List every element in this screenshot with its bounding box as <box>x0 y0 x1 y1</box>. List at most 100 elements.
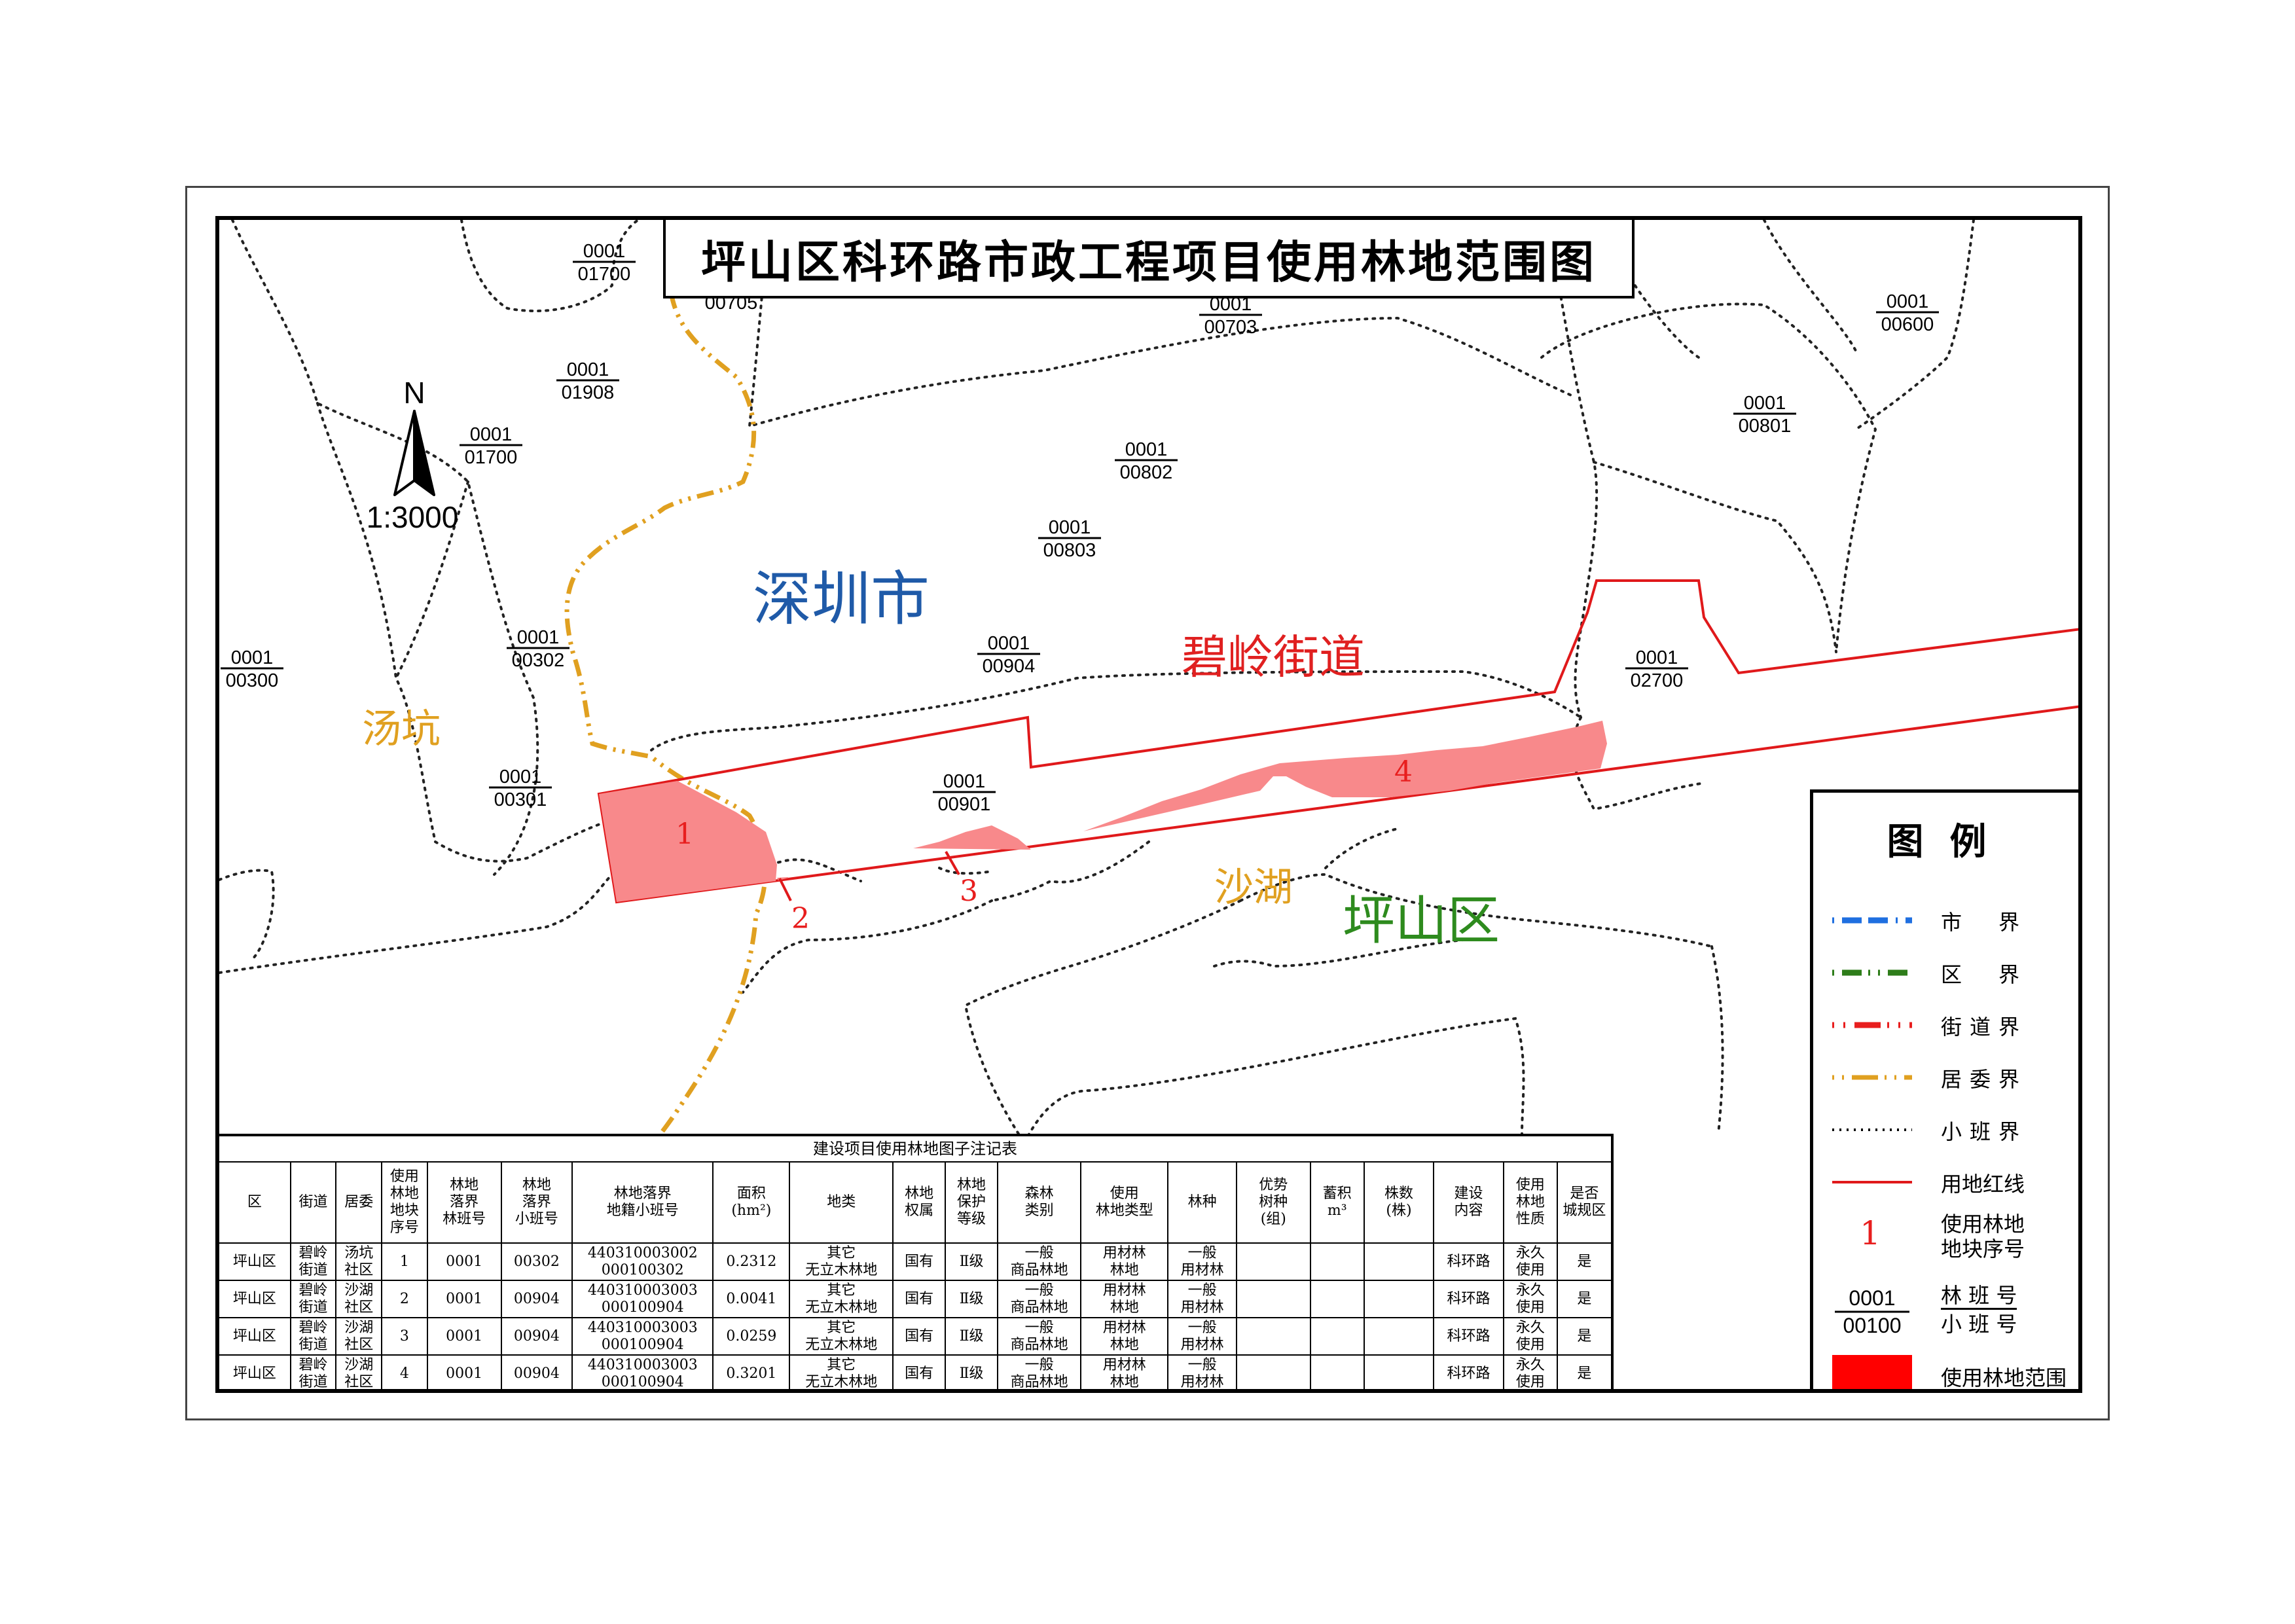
table-cell: 是 <box>1556 1280 1611 1318</box>
subcompartment-number: 00803 <box>1043 540 1096 561</box>
subcompartment-number: 01700 <box>465 447 518 468</box>
table-cell: 440310003002 000100302 <box>571 1242 714 1281</box>
legend-item-city-boundary: 市 界 <box>1830 901 2078 940</box>
table-cell: 永久 使用 <box>1502 1354 1558 1389</box>
legend-item-community-boundary: 居委界 <box>1830 1058 2078 1097</box>
table-cell: 0001 <box>426 1280 502 1318</box>
table-cell <box>1235 1354 1311 1389</box>
legend-item-district-boundary: 区 界 <box>1830 953 2078 992</box>
subcompartment-boundary <box>1593 461 1837 653</box>
plot-number-3: 3 <box>960 875 978 908</box>
forest-compartment-number: 0001 <box>1049 517 1091 538</box>
table-header-cell: 区 <box>219 1163 291 1244</box>
subcompartment-number: 00802 <box>1120 462 1173 483</box>
subcompartment-boundary <box>460 220 640 312</box>
subcompartment-number: 00901 <box>938 794 991 815</box>
district-boundary-symbol <box>1832 969 1912 976</box>
table-cell: 国有 <box>892 1242 947 1281</box>
annotation-table: 建设项目使用林地图子注记表 区街道居委使用 林地 地块 序号林地 落界 林班号林… <box>219 1134 1614 1389</box>
table-header-cell: 使用 林地类型 <box>1080 1163 1169 1244</box>
table-cell: 0.0041 <box>712 1280 791 1318</box>
table-header-cell: 森林 类别 <box>997 1163 1082 1244</box>
table-cell: 00904 <box>500 1317 573 1356</box>
forest-compartment-number: 0001 <box>231 647 274 668</box>
legend-title: 图例 <box>1887 820 2013 863</box>
table-header-cell: 林地 保护 等级 <box>945 1163 999 1244</box>
compartment-label: 000100904 <box>977 633 1040 677</box>
table-cell: 一般 商品林地 <box>997 1242 1082 1281</box>
table-cell: 一般 用材林 <box>1167 1354 1237 1389</box>
table-header-cell: 街道 <box>289 1163 337 1244</box>
subcompartment-boundary <box>219 873 613 974</box>
legend-item-street-boundary: 街道界 <box>1830 1005 2078 1045</box>
map-title-box: 坪山区科环路市政工程项目使用林地范围图 <box>663 220 1635 298</box>
legend-label: 使用林地范围 <box>1941 1365 2067 1390</box>
forest-compartment-number: 0001 <box>1636 647 1678 668</box>
table-cell: 科环路 <box>1433 1242 1504 1281</box>
table-header-cell: 林种 <box>1167 1163 1237 1244</box>
table-cell: 440310003003 000100904 <box>571 1280 714 1318</box>
table-cell <box>1235 1317 1311 1356</box>
forest-compartment-number: 0001 <box>1125 439 1168 460</box>
redline <box>597 579 2078 904</box>
plot-number-symbol: 1 <box>1860 1214 1881 1252</box>
subcompartment-boundary <box>434 821 607 863</box>
table-header-cell: 株数 (株) <box>1363 1163 1435 1244</box>
community-boundary-line <box>564 291 768 1144</box>
subcompartment-number: 00301 <box>494 789 547 810</box>
subcompartment-boundary <box>395 480 469 679</box>
table-cell: 一般 用材林 <box>1167 1242 1237 1281</box>
annotation-table-grid: 区街道居委使用 林地 地块 序号林地 落界 林班号林地 落界 小班号林地落界 地… <box>219 1163 1611 1389</box>
table-cell: 3 <box>381 1317 428 1356</box>
north-arrow-right-half <box>413 410 435 496</box>
subcompartment-boundary <box>1763 220 1857 352</box>
table-cell: Ⅱ级 <box>945 1280 999 1318</box>
table-cell: 0001 <box>426 1242 502 1281</box>
place-names: 深圳市 坪山区 碧岭街道 汤坑 沙湖 <box>362 565 1500 951</box>
plot-2-leader <box>778 878 792 901</box>
table-cell <box>1309 1317 1365 1356</box>
street-name: 碧岭街道 <box>1182 630 1365 684</box>
table-cell: 一般 商品林地 <box>997 1317 1082 1356</box>
table-cell: 坪山区 <box>219 1242 291 1281</box>
table-cell: 碧岭 街道 <box>289 1354 337 1389</box>
table-cell: 沙湖 社区 <box>335 1317 383 1356</box>
legend-label: 市 界 <box>1941 910 2028 935</box>
table-header-cell: 建设 内容 <box>1433 1163 1504 1244</box>
scale-label: 1:3000 <box>367 500 459 534</box>
table-cell: 一般 用材林 <box>1167 1317 1237 1356</box>
legend-label: 使用林地 地块序号 <box>1941 1212 2025 1261</box>
table-cell: 沙湖 社区 <box>335 1354 383 1389</box>
subcompartment-boundary <box>650 670 1582 751</box>
legend-label: 小班界 <box>1941 1119 2028 1144</box>
table-header-cell: 面积 (hm²) <box>712 1163 791 1244</box>
table-cell: 一般 商品林地 <box>997 1280 1082 1318</box>
table-cell: 科环路 <box>1433 1317 1504 1356</box>
subcompartment-boundary <box>231 220 539 876</box>
table-caption: 建设项目使用林地图子注记表 <box>219 1136 1611 1163</box>
table-cell: 永久 使用 <box>1502 1317 1558 1356</box>
table-cell <box>1235 1242 1311 1281</box>
forest-use-areas <box>599 721 1607 902</box>
table-cell <box>1363 1354 1435 1389</box>
subcompartment-number: 00904 <box>983 656 1036 677</box>
forest-use-area-3 <box>913 825 1031 850</box>
table-header-cell: 优势 树种 (组) <box>1235 1163 1311 1244</box>
table-cell <box>1309 1354 1365 1389</box>
table-cell: 00904 <box>500 1354 573 1389</box>
table-header-cell: 使用 林地 性质 <box>1502 1163 1558 1244</box>
table-cell: 用材林 林地 <box>1080 1242 1169 1281</box>
map-title: 坪山区科环路市政工程项目使用林地范围图 <box>700 236 1597 289</box>
table-cell: Ⅱ级 <box>945 1354 999 1389</box>
subcompartment-boundary <box>1023 1017 1525 1144</box>
table-cell <box>1363 1242 1435 1281</box>
table-cell: 科环路 <box>1433 1354 1504 1389</box>
